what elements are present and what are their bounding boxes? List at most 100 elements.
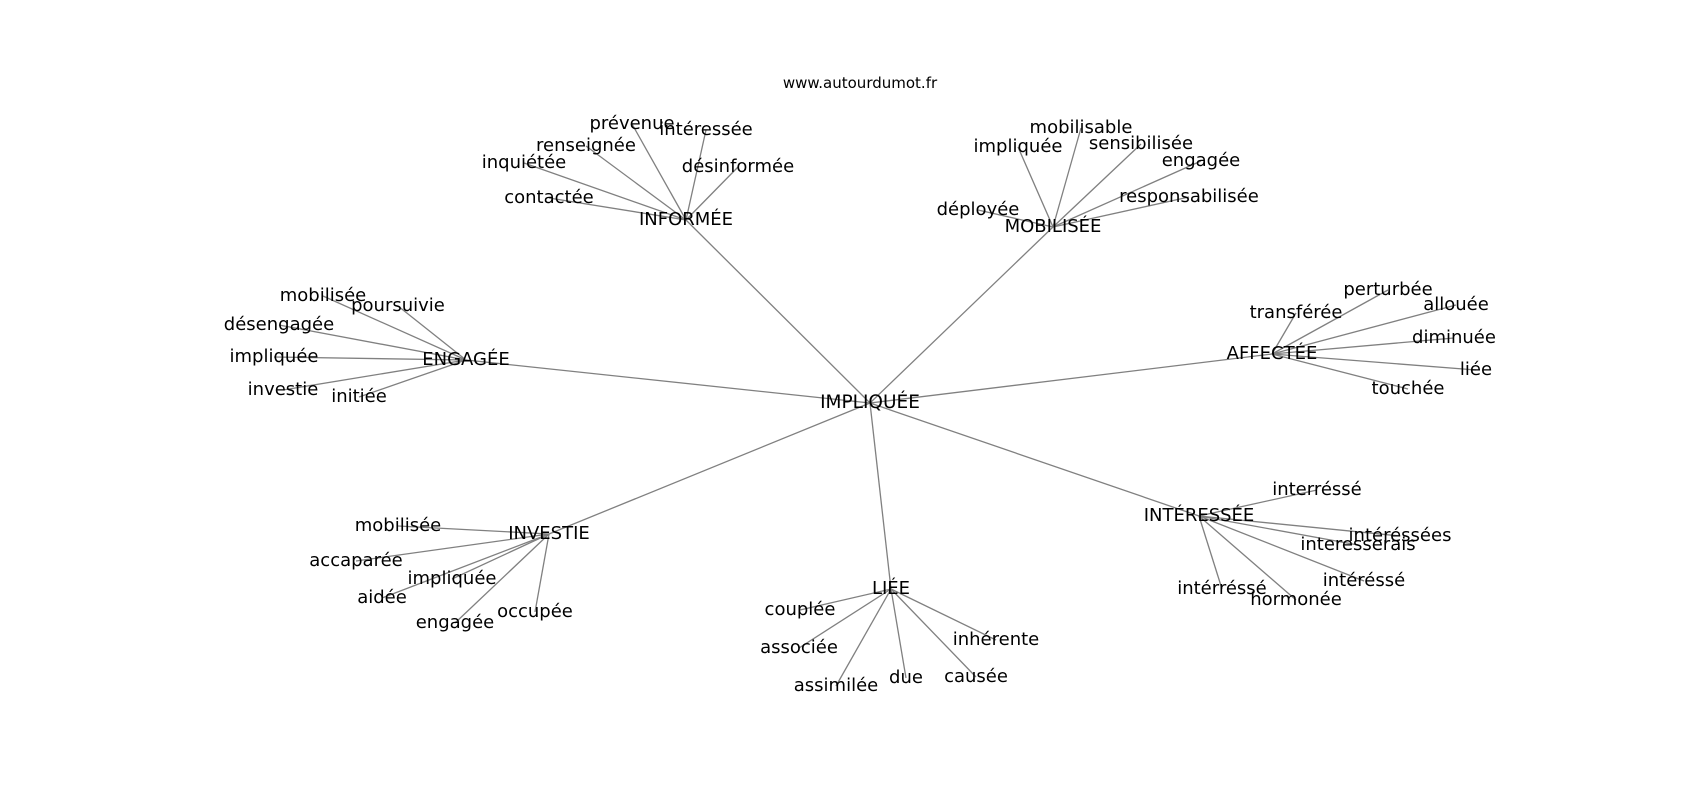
labels-layer: IMPLIQUÉEINFORMÉEprévenueintéresséerense… bbox=[224, 113, 1496, 696]
word-node: impliquée bbox=[230, 346, 319, 367]
edge-group-to-word bbox=[631, 123, 687, 221]
edge-group-to-word bbox=[1271, 304, 1457, 355]
edge-group-to-word bbox=[685, 166, 739, 221]
word-node: initiée bbox=[331, 386, 387, 407]
edge-group-to-word bbox=[798, 588, 892, 649]
word-node: liée bbox=[1460, 359, 1492, 380]
edge-group-to-word bbox=[1052, 196, 1190, 228]
group-node: INVESTIE bbox=[508, 523, 590, 544]
edge-group-to-word bbox=[890, 588, 997, 641]
edge-group-to-word bbox=[977, 209, 1054, 228]
root-node: IMPLIQUÉE bbox=[820, 391, 920, 413]
group-node: LIÉE bbox=[872, 577, 910, 599]
word-node: perturbée bbox=[1343, 279, 1432, 300]
word-node: intéréssé bbox=[1323, 570, 1405, 591]
edge-group-to-word bbox=[548, 197, 687, 221]
word-node: interréssé bbox=[1272, 479, 1362, 500]
word-node: sensibilisée bbox=[1089, 133, 1193, 154]
word-node: engagée bbox=[1162, 150, 1241, 171]
word-node: associée bbox=[760, 637, 838, 658]
edge-group-to-word bbox=[685, 129, 707, 221]
word-node: transférée bbox=[1250, 302, 1343, 323]
edge-group-to-word bbox=[381, 533, 550, 599]
edge-group-to-word bbox=[273, 356, 467, 361]
edge-group-to-word bbox=[1052, 127, 1082, 228]
edge-group-to-word bbox=[835, 588, 892, 687]
edge-group-to-word bbox=[322, 295, 467, 361]
edge-root-to-group bbox=[869, 226, 1054, 404]
edge-root-to-group bbox=[465, 359, 871, 404]
edge-group-to-word bbox=[1198, 489, 1318, 517]
word-node: intérréssé bbox=[1177, 578, 1267, 599]
word-node: accaparée bbox=[309, 550, 402, 571]
edge-group-to-word bbox=[282, 359, 467, 391]
edge-root-to-group bbox=[869, 353, 1273, 404]
word-node: mobilisable bbox=[1030, 117, 1133, 138]
word-node: occupée bbox=[497, 601, 573, 622]
edge-group-to-word bbox=[1198, 515, 1359, 546]
edge-group-to-word bbox=[1052, 143, 1142, 228]
word-node: intéréssées bbox=[1349, 525, 1452, 546]
edge-group-to-word bbox=[1271, 337, 1455, 355]
word-node: touchée bbox=[1372, 378, 1445, 399]
edge-group-to-word bbox=[890, 588, 907, 679]
edge-group-to-word bbox=[397, 305, 467, 361]
edge-root-to-group bbox=[869, 402, 892, 590]
word-node: mobilisée bbox=[280, 285, 367, 306]
edge-group-to-word bbox=[397, 525, 550, 535]
edge-group-to-word bbox=[1271, 353, 1409, 390]
word-node: mobilisée bbox=[355, 515, 442, 536]
word-node: inquiétée bbox=[482, 152, 567, 173]
edge-group-to-word bbox=[454, 533, 550, 624]
edge-group-to-word bbox=[1017, 146, 1054, 228]
group-node: INFORMÉE bbox=[639, 208, 733, 230]
edge-group-to-word bbox=[1198, 515, 1365, 582]
word-node: allouée bbox=[1423, 294, 1489, 315]
edge-group-to-word bbox=[534, 533, 550, 613]
edge-group-to-word bbox=[1052, 160, 1202, 228]
word-node: désengagée bbox=[224, 314, 334, 335]
edge-root-to-group bbox=[869, 402, 1200, 517]
edge-group-to-word bbox=[355, 533, 550, 562]
group-node: MOBILISÉE bbox=[1005, 215, 1102, 237]
site-url: www.autourdumot.fr bbox=[783, 74, 938, 92]
word-node: assimilée bbox=[794, 675, 878, 696]
edge-group-to-word bbox=[890, 588, 977, 678]
word-node: interesserais bbox=[1300, 534, 1415, 555]
word-node: prévenue bbox=[589, 113, 674, 134]
edge-group-to-word bbox=[1271, 312, 1297, 355]
word-node: désinformée bbox=[682, 156, 794, 177]
word-node: impliquée bbox=[974, 136, 1063, 157]
word-node: hormonée bbox=[1250, 589, 1342, 610]
edge-group-to-word bbox=[1271, 289, 1389, 355]
edges-layer bbox=[273, 123, 1477, 687]
word-node: contactée bbox=[504, 187, 594, 208]
edge-group-to-word bbox=[1271, 353, 1477, 371]
edge-group-to-word bbox=[278, 324, 467, 361]
edge-root-to-group bbox=[548, 402, 871, 535]
word-node: engagée bbox=[416, 612, 495, 633]
edge-group-to-word bbox=[451, 533, 550, 580]
group-node: INTÉRESSÉE bbox=[1144, 504, 1255, 526]
edge-group-to-word bbox=[799, 588, 892, 611]
edge-group-to-word bbox=[585, 145, 687, 221]
word-node: responsabilisée bbox=[1119, 186, 1259, 207]
edge-group-to-word bbox=[358, 359, 467, 398]
word-node: renseignée bbox=[536, 135, 636, 156]
word-node: causée bbox=[944, 666, 1008, 687]
word-node: couplée bbox=[765, 599, 836, 620]
edge-group-to-word bbox=[523, 162, 687, 221]
word-node: impliquée bbox=[408, 568, 497, 589]
edge-group-to-word bbox=[1198, 515, 1223, 590]
edge-root-to-group bbox=[685, 219, 871, 404]
word-node: investie bbox=[248, 379, 319, 400]
word-node: due bbox=[889, 667, 923, 688]
word-node: inhérente bbox=[953, 629, 1040, 650]
word-node: aidée bbox=[357, 587, 407, 608]
group-node: AFFECTÉE bbox=[1227, 342, 1318, 364]
word-node: poursuivie bbox=[351, 295, 445, 316]
group-node: ENGAGÉE bbox=[422, 348, 509, 370]
edge-group-to-word bbox=[1198, 515, 1401, 537]
word-node: diminuée bbox=[1412, 327, 1496, 348]
